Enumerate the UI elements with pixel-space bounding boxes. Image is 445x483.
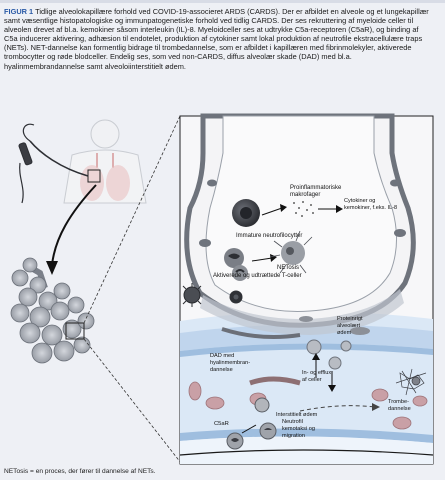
label-tcells: Aktiverede og udtrættede T-celler [213, 273, 302, 279]
arrow-macrophage-cytokine [261, 207, 283, 216]
figure-label: FIGUR 1 [4, 7, 34, 16]
body-silhouette [63, 119, 147, 204]
label-dad-1: DAD med [210, 353, 234, 359]
label-thrombus-1: Trombe- [388, 399, 409, 405]
label-cytokines-1: Cytokiner og [344, 198, 375, 204]
label-dad-2: hyalinmembran- [210, 360, 250, 366]
caption-text: Tidlige alveolokapillære forhold ved COV… [4, 7, 429, 71]
label-influx-1: In- og efflux [302, 370, 331, 376]
figure-caption: FIGUR 1 Tidlige alveolokapillære forhold… [4, 7, 434, 71]
label-neutrophil-2: kemotaksi og [282, 426, 315, 432]
red-blood-cells [188, 381, 428, 430]
label-c5ar: C5aR [214, 421, 229, 427]
footnote: NETosis = en proces, der fører til danne… [4, 468, 156, 475]
label-protein-edema-1: Proteinrigt [337, 316, 363, 322]
arrow-migration [241, 424, 257, 434]
thrombus [395, 368, 427, 396]
zoom-box-alveole [65, 322, 85, 340]
label-immature: Immature neutrofilocytter [236, 233, 302, 239]
migrating-neutrophil [226, 397, 277, 450]
label-cytokines-2: kemokiner, f.eks. IL-8 [344, 205, 397, 211]
label-protein-edema-2: alveolært [337, 323, 360, 329]
alveole-diagram: Proinflammatoriske makrofager Cytokiner … [10, 113, 434, 465]
label-macrophage-2: makrofager [290, 192, 320, 198]
label-influx-2: af celler [302, 377, 322, 383]
label-thrombus-2: dannelse [388, 406, 411, 412]
alveoli-cluster [10, 257, 95, 364]
zoom-arrow-head [46, 261, 58, 275]
label-neutrophil-3: migration [282, 433, 305, 439]
interstitial-line [299, 405, 376, 412]
zoom-line-bottom [83, 338, 182, 464]
label-interstitial: Interstitielt ødem [276, 412, 318, 418]
label-macrophage-1: Proinflammatoriske [290, 185, 342, 191]
label-neutrophil-1: Neutrofil [282, 419, 303, 425]
label-protein-edema-3: ødem [337, 330, 352, 336]
label-netosis: NETosis [277, 265, 299, 271]
hyaline-membrane [221, 327, 301, 386]
macrophage-cell [232, 199, 260, 227]
netosis-cell [269, 230, 313, 274]
arrow-netosis [251, 257, 273, 262]
label-dad-3: dannelse [210, 367, 233, 373]
t-cells [182, 283, 243, 307]
zoom-arrow [51, 184, 97, 266]
fibroblast-cells [299, 316, 370, 335]
influx-cells [306, 339, 352, 370]
immature-neutrophil [224, 248, 248, 281]
zoom-line-top [83, 115, 181, 324]
bronchoscope-icon [18, 123, 89, 204]
cytokine-dots [293, 201, 314, 217]
